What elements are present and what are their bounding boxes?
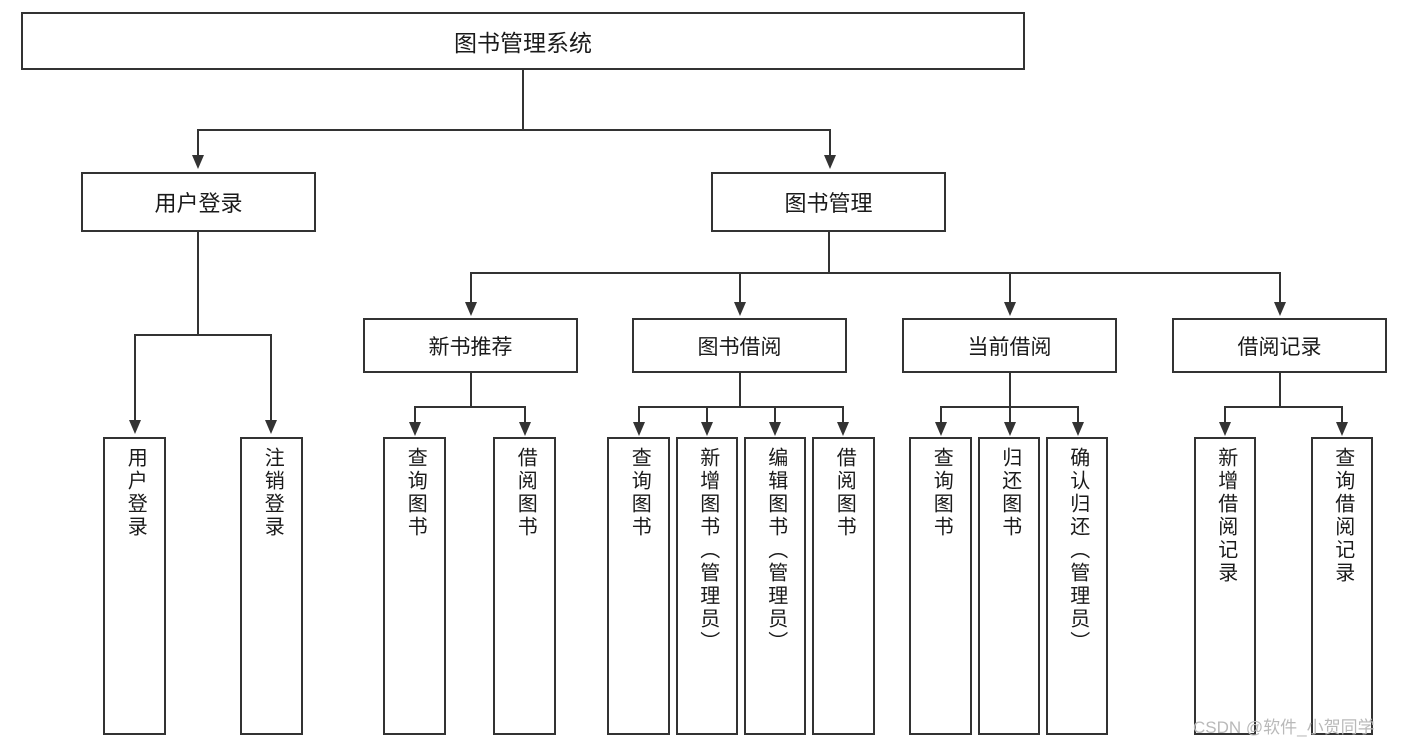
node-label: 图书借阅 [697, 335, 782, 359]
connector-user-login-to-leaf1 [134, 334, 136, 422]
connector-recommend-to-leaf2 [524, 406, 526, 424]
arrow-icon-to-leaf-logout [265, 420, 277, 434]
arrow-icon-to-book-borrow [734, 302, 746, 316]
arrow-icon-to-book-manage [824, 155, 836, 169]
arrow-icon-to-leaf-confirm-return [1072, 422, 1084, 436]
node-label: 编辑图书（管理员） [764, 447, 787, 654]
connector-current-stem [1009, 373, 1011, 408]
connector-current-to-leaf2 [1009, 406, 1011, 424]
connector-borrow-to-leaf3 [774, 406, 776, 424]
arrow-icon-to-leaf-return-book [1004, 422, 1016, 436]
node-leaf-add-record[interactable]: 新增借阅记录 [1194, 437, 1256, 735]
node-current-borrow[interactable]: 当前借阅 [902, 318, 1117, 373]
connector-user-login-bus [134, 334, 272, 336]
node-leaf-return-book[interactable]: 归还图书 [978, 437, 1040, 735]
arrow-icon-to-leaf-add-record [1219, 422, 1231, 436]
node-leaf-query-book-1[interactable]: 查询图书 [383, 437, 446, 735]
arrow-icon-to-leaf-edit-book [769, 422, 781, 436]
connector-record-stem [1279, 373, 1281, 408]
arrow-icon-to-leaf-query-record [1336, 422, 1348, 436]
connector-user-login-to-leaf2 [270, 334, 272, 422]
connector-root-stem [522, 70, 524, 130]
node-label: 查询图书 [628, 447, 651, 539]
connector-book-manage-to-record [1279, 272, 1281, 304]
arrow-icon-to-leaf-borrow-book-1 [519, 422, 531, 436]
node-label: 用户登录 [124, 447, 147, 539]
connector-root-to-user-login [197, 129, 199, 157]
connector-recommend-stem [470, 373, 472, 408]
connector-borrow-to-leaf4 [842, 406, 844, 424]
connector-borrow-to-leaf1 [638, 406, 640, 424]
connector-record-to-leaf1 [1224, 406, 1226, 424]
connector-book-manage-stem [828, 232, 830, 274]
arrow-icon-to-leaf-borrow-book-2 [837, 422, 849, 436]
node-label: 新书推荐 [428, 335, 513, 359]
node-label: 确认归还（管理员） [1066, 447, 1089, 654]
node-book-borrow[interactable]: 图书借阅 [632, 318, 847, 373]
connector-borrow-stem [739, 373, 741, 408]
connector-root-bus [197, 129, 830, 131]
arrow-icon-to-leaf-query-book-3 [935, 422, 947, 436]
node-leaf-logout[interactable]: 注销登录 [240, 437, 303, 735]
arrow-icon-to-leaf-query-book-2 [633, 422, 645, 436]
node-label: 图书管理 [784, 191, 873, 216]
arrow-icon-to-borrow-record [1274, 302, 1286, 316]
node-label: 查询图书 [930, 447, 953, 539]
node-leaf-edit-book[interactable]: 编辑图书（管理员） [744, 437, 806, 735]
connector-current-to-leaf1 [940, 406, 942, 424]
connector-book-manage-bus [470, 272, 1280, 274]
node-leaf-add-book[interactable]: 新增图书（管理员） [676, 437, 738, 735]
connector-borrow-to-leaf2 [706, 406, 708, 424]
node-book-manage[interactable]: 图书管理 [711, 172, 946, 232]
connector-root-to-book-manage [829, 129, 831, 157]
node-label: 当前借阅 [967, 335, 1052, 359]
node-label: 查询图书 [404, 447, 427, 539]
connector-recommend-to-leaf1 [414, 406, 416, 424]
node-label: 借阅记录 [1237, 335, 1322, 359]
node-user-login[interactable]: 用户登录 [81, 172, 316, 232]
node-label: 图书管理系统 [454, 30, 592, 56]
node-leaf-borrow-book-1[interactable]: 借阅图书 [493, 437, 556, 735]
node-leaf-user-login[interactable]: 用户登录 [103, 437, 166, 735]
node-leaf-query-book-3[interactable]: 查询图书 [909, 437, 972, 735]
node-label: 归还图书 [998, 447, 1021, 539]
node-borrow-record[interactable]: 借阅记录 [1172, 318, 1387, 373]
node-leaf-confirm-return[interactable]: 确认归还（管理员） [1046, 437, 1108, 735]
node-root-book-management-system[interactable]: 图书管理系统 [21, 12, 1025, 70]
arrow-icon-to-new-book-recommend [465, 302, 477, 316]
connector-book-manage-to-recommend [470, 272, 472, 304]
arrow-icon-to-current-borrow [1004, 302, 1016, 316]
arrow-icon-to-leaf-query-book-1 [409, 422, 421, 436]
node-label: 借阅图书 [514, 447, 537, 539]
node-label: 用户登录 [154, 191, 243, 216]
node-label: 借阅图书 [833, 447, 856, 539]
node-label: 新增图书（管理员） [696, 447, 719, 654]
connector-user-login-stem [197, 232, 199, 336]
node-label: 注销登录 [261, 447, 284, 539]
connector-borrow-bus [638, 406, 844, 408]
node-leaf-query-record[interactable]: 查询借阅记录 [1311, 437, 1373, 735]
node-leaf-query-book-2[interactable]: 查询图书 [607, 437, 670, 735]
connector-record-to-leaf2 [1341, 406, 1343, 424]
arrow-icon-to-leaf-add-book [701, 422, 713, 436]
connector-recommend-bus [414, 406, 526, 408]
node-new-book-recommend[interactable]: 新书推荐 [363, 318, 578, 373]
node-label: 查询借阅记录 [1331, 447, 1354, 585]
node-label: 新增借阅记录 [1214, 447, 1237, 585]
node-leaf-borrow-book-2[interactable]: 借阅图书 [812, 437, 875, 735]
arrow-icon-to-user-login [192, 155, 204, 169]
arrow-icon-to-leaf-user-login [129, 420, 141, 434]
connector-book-manage-to-borrow [739, 272, 741, 304]
connector-current-to-leaf3 [1077, 406, 1079, 424]
connector-book-manage-to-current [1009, 272, 1011, 304]
connector-record-bus [1224, 406, 1343, 408]
